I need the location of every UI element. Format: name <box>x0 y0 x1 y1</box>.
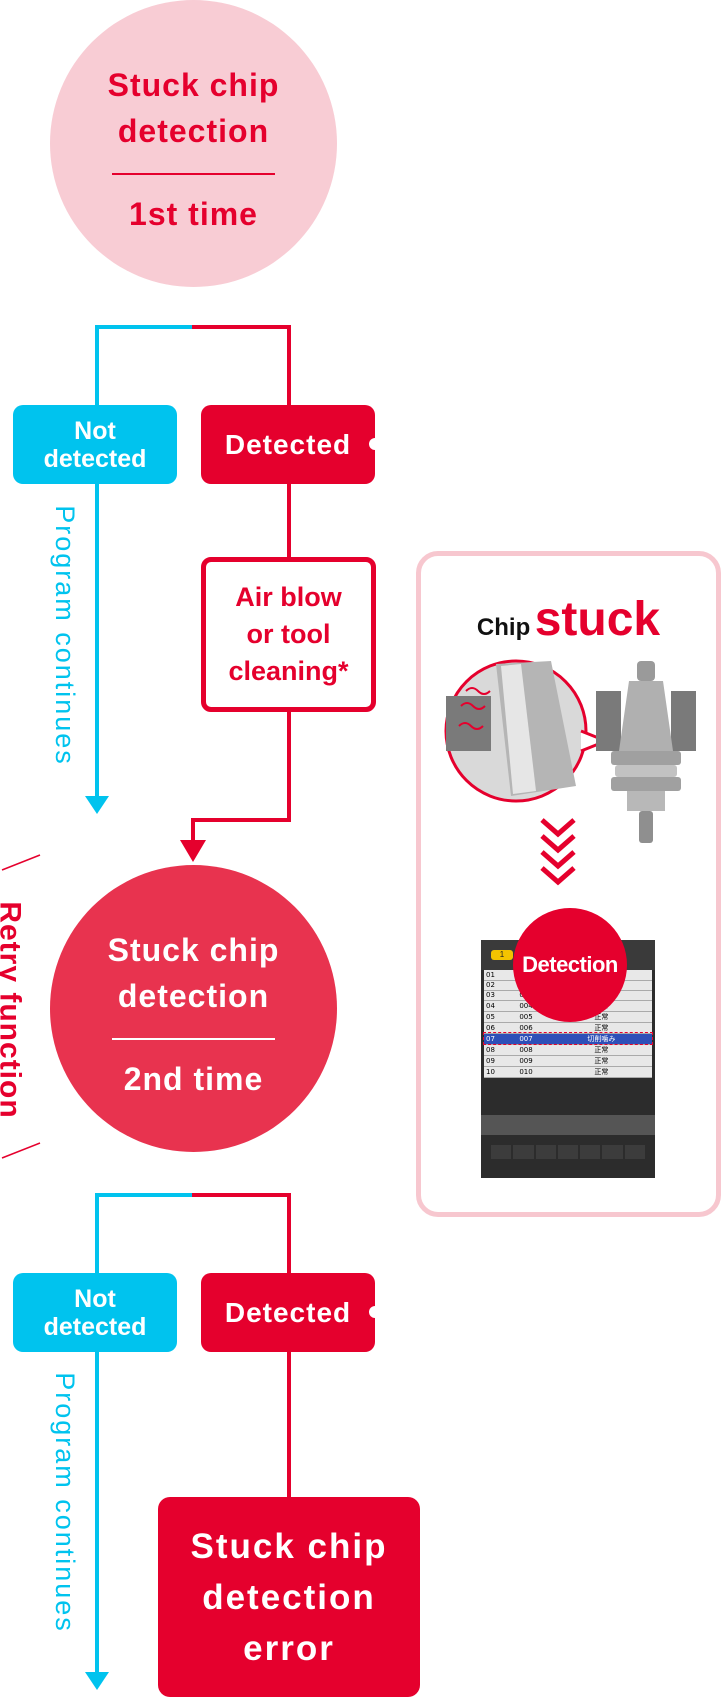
detection-error-label: Stuck chip detection error <box>190 1526 388 1668</box>
screen-cell-status: 正常 <box>550 1011 652 1023</box>
not-detected-label-2: Not detected <box>43 1284 147 1341</box>
screen-cell-no: 09 <box>484 1055 518 1067</box>
screen-cell-no: 02 <box>484 980 518 991</box>
chip-word: Chip <box>476 614 531 641</box>
screen-buttons <box>491 1145 645 1159</box>
screen-cell-status: 正常 <box>550 1044 652 1056</box>
screen-cell-status: 正常 <box>550 1066 652 1078</box>
connector-not-detected-2 <box>95 1193 192 1273</box>
holder-flange-3 <box>611 777 681 791</box>
screen-cell-id: 010 <box>517 1066 551 1078</box>
heat-wave-3 <box>465 687 491 695</box>
screen-cell-no: 07 <box>484 1033 518 1045</box>
detection-error-box: Stuck chip detection error <box>158 1497 420 1697</box>
screen-softkey <box>491 1145 512 1159</box>
spindle-block-right <box>671 691 696 751</box>
screen-cell-no: 08 <box>484 1044 518 1056</box>
holder-neck <box>627 791 665 811</box>
first-check-title: Stuck chip detection <box>107 67 280 149</box>
screen-tab: 1 <box>491 950 513 960</box>
screen-softkey <box>535 1145 556 1159</box>
screen-cell-no: 01 <box>484 970 518 981</box>
holder-taper <box>619 681 673 751</box>
screen-cell-id: 006 <box>517 1022 551 1034</box>
connector-detected-2 <box>192 1193 291 1273</box>
detected-label-1: Detected <box>224 428 352 460</box>
heat-wave-1 <box>460 702 486 710</box>
first-check-circle: Stuck chip detection 1st time <box>50 0 337 287</box>
program-continues-text-2: Program continues <box>0 1372 184 1633</box>
screen-softkey <box>513 1145 534 1159</box>
detected-box-1: Detected <box>201 405 381 484</box>
detection-badge-label: Detection <box>522 952 618 977</box>
screen-cell-status: 正常 <box>550 1055 652 1067</box>
screen-cell-status: 切削噛み <box>550 1033 652 1045</box>
detected-label-2: Detected <box>224 1296 352 1328</box>
screen-cell-status: 正常 <box>550 1022 652 1034</box>
holder-flange-2 <box>615 765 677 777</box>
detected-box-2: Detected <box>201 1273 381 1352</box>
heat-wave-2 <box>458 722 484 730</box>
screen-cell-no: 04 <box>484 1000 518 1012</box>
chip-stuck-heading: Chip stuck <box>421 592 716 647</box>
tool-holder-illustration <box>444 659 696 843</box>
spindle-block-left <box>596 691 621 751</box>
program-continues-text-1: Program continues <box>0 505 184 766</box>
magnified-taper-shade <box>501 664 536 794</box>
screen-cell-no: 10 <box>484 1066 518 1078</box>
screen-cell-id: 009 <box>517 1055 551 1067</box>
chip-stuck-panel: Chip stuck 1 010010 <box>416 551 721 1217</box>
connector-air-to-retry <box>191 712 291 844</box>
retry-slash-top <box>1 854 41 871</box>
screen-cell-id: 008 <box>517 1044 551 1056</box>
screen-cell-id: 007 <box>517 1033 551 1045</box>
screen-softkey <box>624 1145 645 1159</box>
screen-cell-no: 03 <box>484 990 518 1001</box>
screen-softkey <box>557 1145 579 1159</box>
pull-stud <box>637 661 655 681</box>
air-blow-label: Air blow or tool cleaning* <box>228 582 349 686</box>
not-detected-box-2: Not detected <box>13 1273 177 1352</box>
second-check-title: Stuck chip detection <box>107 932 280 1014</box>
detection-badge: Detection <box>513 908 627 1022</box>
not-detected-box-1: Not detected <box>13 405 177 484</box>
program-continues-label-1: Program continues <box>49 504 80 766</box>
air-blow-box: Air blow or tool cleaning* <box>201 557 376 712</box>
holder-flange-1 <box>611 751 681 765</box>
screen-cell-id: 005 <box>517 1011 551 1023</box>
retry-slash-bottom <box>1 1142 41 1159</box>
second-check-subtitle: 2nd time <box>123 1061 264 1097</box>
arrowhead-red-1 <box>180 840 206 862</box>
arrowhead-cyan-2 <box>85 1672 109 1690</box>
screen-toolbar <box>481 1115 655 1135</box>
stuck-word: stuck <box>534 593 661 646</box>
screen-cell-no: 06 <box>484 1022 518 1034</box>
not-detected-label-1: Not detected <box>43 416 147 473</box>
down-chevrons <box>540 818 576 886</box>
retry-function-label: Retry function <box>0 901 27 1119</box>
first-check-divider <box>112 173 275 175</box>
connector-not-detected-1 <box>95 325 192 405</box>
first-check-subtitle: 1st time <box>129 196 258 232</box>
connector-detected-1 <box>192 325 291 405</box>
program-continues-label-2: Program continues <box>49 1371 80 1633</box>
screen-cell-no: 05 <box>484 1011 518 1023</box>
holder-shank <box>639 811 653 843</box>
screen-softkey <box>580 1145 601 1159</box>
second-check-divider <box>112 1038 275 1040</box>
second-check-circle: Stuck chip detection 2nd time <box>50 865 337 1152</box>
arrowhead-cyan-1 <box>85 796 109 814</box>
screen-softkey <box>602 1145 623 1159</box>
